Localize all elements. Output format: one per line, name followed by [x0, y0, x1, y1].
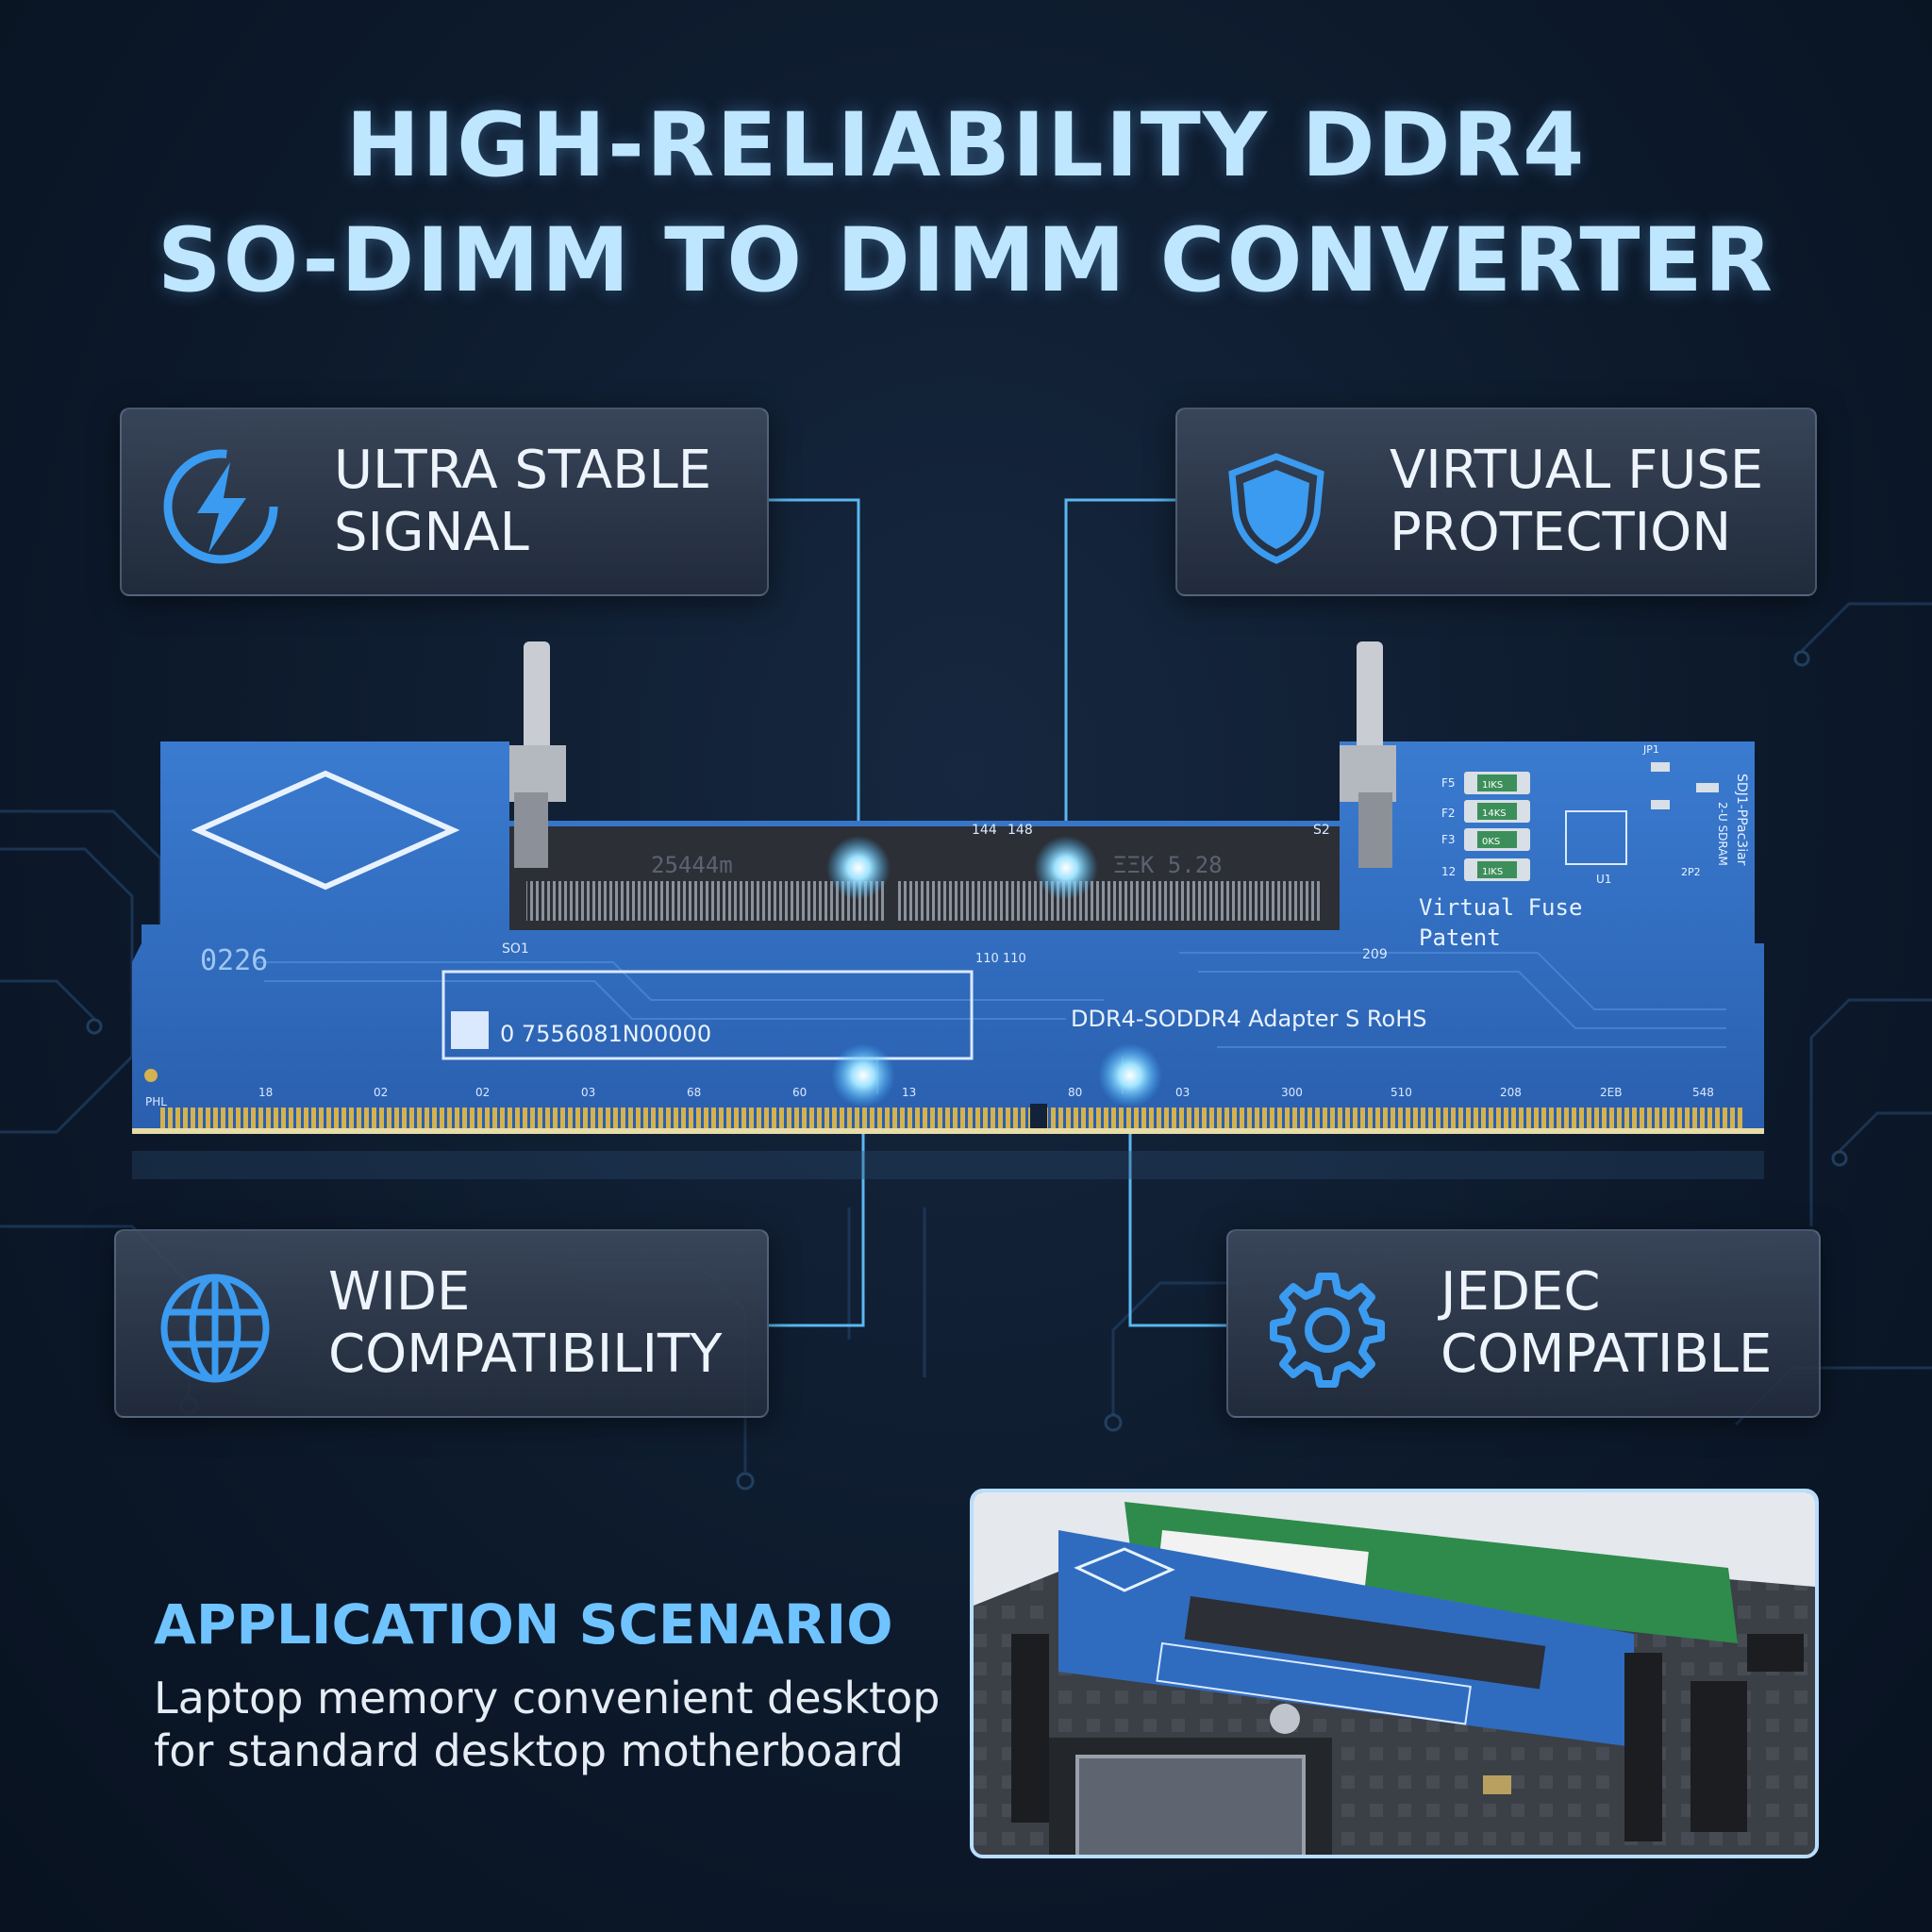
pin-144: 144 — [972, 823, 997, 838]
fuse-chip-text: 14KS — [1482, 808, 1507, 819]
edge-label: 2EB — [1600, 1086, 1622, 1099]
feature-label: VIRTUAL FUSE PROTECTION — [1390, 440, 1764, 563]
fuse-label: F5 — [1441, 776, 1456, 790]
edge-label: 02 — [475, 1086, 490, 1099]
fuse-label: F2 — [1441, 807, 1456, 820]
edge-label: 03 — [1175, 1086, 1190, 1099]
edge-label: 300 — [1281, 1086, 1303, 1099]
edge-label: 68 — [687, 1086, 701, 1099]
feature-card-signal: ULTRA STABLE SIGNAL — [120, 408, 769, 596]
edge-label-start: PHL — [145, 1095, 167, 1108]
edge-label: 18 — [258, 1086, 273, 1099]
fuse-label: 12 — [1441, 865, 1456, 878]
page-title-line-2: SO-DIMM TO DIMM CONVERTER — [157, 209, 1775, 312]
feature-card-jedec: JEDEC COMPATIBLE — [1226, 1229, 1821, 1418]
pin-s2: S2 — [1313, 823, 1330, 838]
application-description: Laptop memory convenient desktop for sta… — [154, 1673, 941, 1776]
pcb-code: 0226 — [200, 944, 268, 977]
application-photo — [970, 1489, 1819, 1858]
gear-icon — [1270, 1273, 1385, 1388]
lightning-icon — [163, 449, 278, 564]
fuse-chip-text: 1IKS — [1482, 867, 1503, 877]
fuse-label: F3 — [1441, 833, 1456, 846]
left-latch — [509, 641, 566, 868]
feature-card-compatibility: WIDE COMPATIBILITY — [114, 1229, 769, 1418]
pin-209: 209 — [1362, 947, 1388, 962]
feature-label: JEDEC COMPATIBLE — [1441, 1261, 1773, 1385]
feature-label: ULTRA STABLE SIGNAL — [334, 440, 712, 563]
pcb-serial: 0 7556081N00000 — [500, 1021, 711, 1047]
jp1-label: JP1 — [1642, 743, 1659, 756]
jp2-label: 2P2 — [1681, 866, 1701, 878]
edge-label: 208 — [1500, 1086, 1522, 1099]
fuse-chip-text: 0KS — [1482, 837, 1500, 847]
slot-print-right: ΞΞK 5.28 — [1113, 852, 1223, 878]
edge-label: 60 — [792, 1086, 807, 1099]
fuse-chip-text: 1IKS — [1482, 780, 1503, 791]
patent-text: Patent — [1419, 924, 1501, 951]
pcb-adapter-board: 0226 0 7556081N00000 DDR4-SODDR4 Adapter… — [132, 641, 1764, 1179]
edge-label: 02 — [374, 1086, 388, 1099]
side-print-2: 2-U SDRAM — [1716, 802, 1729, 866]
pcb-model: DDR4-SODDR4 Adapter S RoHS — [1071, 1006, 1427, 1032]
edge-label: 510 — [1391, 1086, 1412, 1099]
feature-label: WIDE COMPATIBILITY — [328, 1261, 723, 1385]
page-title-line-1: HIGH-RELIABILITY DDR4 — [345, 94, 1587, 197]
edge-label: 03 — [581, 1086, 595, 1099]
u1-label: U1 — [1596, 873, 1611, 886]
right-latch — [1340, 641, 1396, 868]
globe-icon — [160, 1274, 270, 1383]
feature-card-fuse: VIRTUAL FUSE PROTECTION — [1175, 408, 1817, 596]
shield-icon — [1228, 453, 1324, 564]
side-print: SDJ1-PPac3iar — [1734, 774, 1749, 866]
edge-label: 80 — [1068, 1086, 1082, 1099]
edge-label: 13 — [902, 1086, 916, 1099]
application-title: APPLICATION SCENARIO — [154, 1592, 893, 1657]
pin-so1: SO1 — [502, 941, 529, 957]
virtual-fuse-text: Virtual Fuse — [1419, 894, 1582, 921]
edge-label: 548 — [1692, 1086, 1714, 1099]
slot-print-left: 25444m — [651, 852, 733, 878]
pin-110: 110 110 — [975, 952, 1026, 966]
pin-148: 148 — [1008, 823, 1033, 838]
